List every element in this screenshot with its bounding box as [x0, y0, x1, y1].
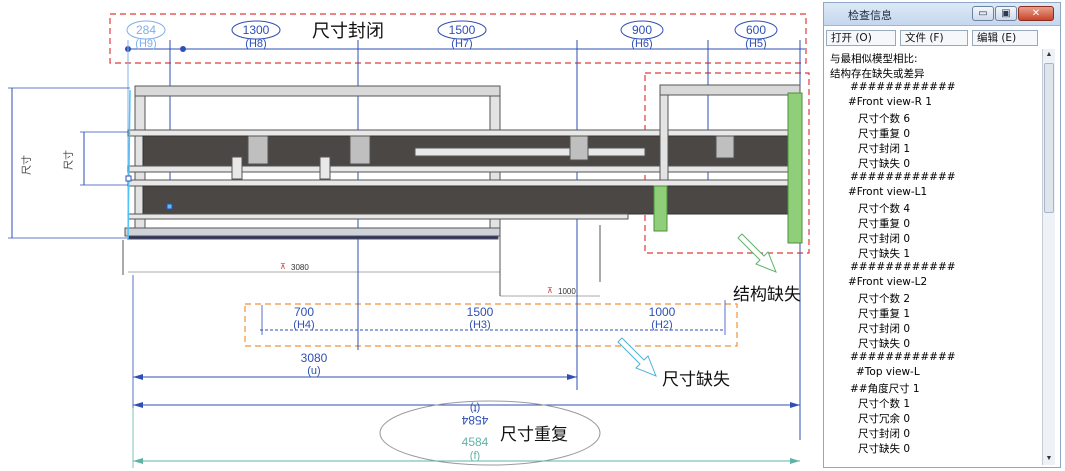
- dim-repeat-ellipse: [379, 400, 601, 466]
- callout-dim-repeat: 尺寸重复: [500, 425, 568, 445]
- maximize-icon: ▣: [1001, 8, 1011, 19]
- info-line: 尺寸缺失 0: [858, 443, 911, 455]
- info-line: ##角度尺寸 1: [850, 383, 920, 395]
- dim-h7-value: 1500: [449, 23, 476, 37]
- info-line: ############: [850, 171, 956, 183]
- menubar: 打开 (O) 文件 (F) 编辑 (E): [826, 30, 1058, 46]
- left-inner-label: 尺寸: [62, 150, 75, 170]
- inspection-info-window: 检查信息 ▭ ▣ ✕ 打开 (O) 文件 (F) 编辑 (E) 与最相似模型相比…: [823, 2, 1061, 468]
- scroll-up-icon[interactable]: ▲: [1045, 51, 1053, 58]
- dim-f-tag: (f): [470, 450, 480, 462]
- info-line: #Front view-L1: [848, 186, 928, 198]
- frame-structure: [122, 84, 801, 296]
- dim-u-value: 3080: [301, 351, 328, 365]
- inner-dim-3080: 3080: [291, 263, 309, 272]
- info-line: 尺寸封闭 0: [858, 428, 911, 440]
- green-part-tall: [787, 92, 803, 244]
- dim-h6-tag: (H6): [631, 38, 652, 50]
- info-line: ############: [850, 81, 956, 93]
- dim-oval-h8: [231, 20, 281, 40]
- dim-h9-value: 284: [136, 23, 156, 37]
- selection-handle: [166, 203, 173, 210]
- info-line: 尺寸封闭 0: [858, 323, 911, 335]
- dim-h7-tag: (H7): [451, 38, 472, 50]
- top-dims-highlight-box: [109, 13, 807, 64]
- minimize-button[interactable]: ▭: [972, 6, 994, 21]
- menu-open[interactable]: 打开 (O): [826, 30, 896, 46]
- window-titlebar[interactable]: 检查信息 ▭ ▣ ✕: [824, 3, 1060, 26]
- dim-h3-value: 1500: [467, 305, 494, 319]
- dim-h6-value: 900: [632, 23, 652, 37]
- dim-missing-arrow: [617, 337, 657, 377]
- dim-oval-h9: [126, 20, 166, 40]
- dim-h3-tag: (H3): [469, 319, 490, 331]
- dim-h2-tag: (H2): [651, 319, 672, 331]
- dim-h4-tag: (H4): [293, 319, 314, 331]
- info-line: ############: [850, 351, 956, 363]
- missing-structure-highlight-box: [644, 72, 810, 254]
- minimize-icon: ▭: [978, 8, 988, 19]
- callout-dim-missing: 尺寸缺失: [662, 370, 730, 390]
- inner-dim-3080-marker: ⊼: [280, 262, 286, 271]
- structure-missing-arrow: [737, 233, 777, 273]
- inspection-text-area[interactable]: 与最相似模型相比: 结构存在缺失或差异 ############ #Front …: [828, 49, 1038, 465]
- window-title: 检查信息: [848, 9, 892, 22]
- inner-dim-1000: 1000: [558, 287, 576, 296]
- callout-structure-missing: 结构缺失: [733, 285, 801, 305]
- info-line: #Front view-R 1: [848, 96, 932, 108]
- info-line: 尺寸缺失 0: [858, 338, 911, 350]
- left-outer-label: 尺寸: [20, 155, 33, 175]
- info-line: 结构存在缺失或差异: [830, 68, 925, 80]
- inner-dim-1000-marker: ⊼: [547, 286, 553, 295]
- info-line: 尺寸重复 0: [858, 128, 911, 140]
- scroll-down-icon[interactable]: ▼: [1045, 455, 1053, 462]
- info-line: #Front view-L2: [848, 276, 928, 288]
- dim-h5-tag: (H5): [745, 38, 766, 50]
- dim-h8-value: 1300: [243, 23, 270, 37]
- green-part-short: [653, 185, 668, 232]
- dim-node: [180, 46, 186, 52]
- menu-file[interactable]: 文件 (F): [900, 30, 968, 46]
- info-line: #Top view-L: [856, 366, 920, 378]
- info-line: ############: [850, 261, 956, 273]
- vertical-scrollbar[interactable]: ▲ ▼: [1042, 49, 1055, 465]
- info-line: 尺寸缺失 1: [858, 248, 911, 260]
- info-line: 尺寸冗余 0: [858, 413, 911, 425]
- close-icon: ✕: [1031, 8, 1041, 19]
- dim-f-value: 4584: [462, 435, 489, 449]
- info-line: 尺寸缺失 0: [858, 158, 911, 170]
- dim-h2-value: 1000: [649, 305, 676, 319]
- dim-t-value: 4584: [461, 413, 488, 427]
- selection-handle: [125, 175, 132, 182]
- info-line: 尺寸个数 2: [858, 293, 911, 305]
- info-line: 尺寸封闭 0: [858, 233, 911, 245]
- dim-u-tag: (u): [307, 365, 320, 377]
- maximize-button[interactable]: ▣: [995, 6, 1017, 21]
- dim-t-tag: (t): [470, 402, 480, 414]
- menu-edit[interactable]: 编辑 (E): [972, 30, 1038, 46]
- close-button[interactable]: ✕: [1018, 6, 1054, 21]
- dim-h9-tag: (H9): [135, 38, 156, 50]
- info-line: 尺寸个数 1: [858, 398, 911, 410]
- info-line: 尺寸个数 4: [858, 203, 911, 215]
- dim-h8-tag: (H8): [245, 38, 266, 50]
- highlight-rail-cyan: [127, 89, 131, 241]
- info-line: 尺寸重复 0: [858, 218, 911, 230]
- dim-oval-h6: [620, 20, 664, 40]
- dim-oval-h5: [734, 20, 778, 40]
- info-line: 与最相似模型相比:: [830, 53, 918, 65]
- dim-h5-value: 600: [746, 23, 766, 37]
- callout-dim-closed: 尺寸封闭: [312, 21, 384, 42]
- dim-oval-h7: [437, 20, 487, 40]
- info-line: 尺寸个数 6: [858, 113, 911, 125]
- missing-dims-highlight-box: [244, 303, 738, 347]
- info-line: 尺寸封闭 1: [858, 143, 911, 155]
- cad-drawing: 284 (H9) 1300 (H8) 尺寸封闭 1500 (H7) 900 (H…: [8, 13, 810, 468]
- dim-h4-value: 700: [294, 305, 314, 319]
- info-line: 尺寸重复 1: [858, 308, 911, 320]
- scroll-thumb[interactable]: [1044, 63, 1054, 213]
